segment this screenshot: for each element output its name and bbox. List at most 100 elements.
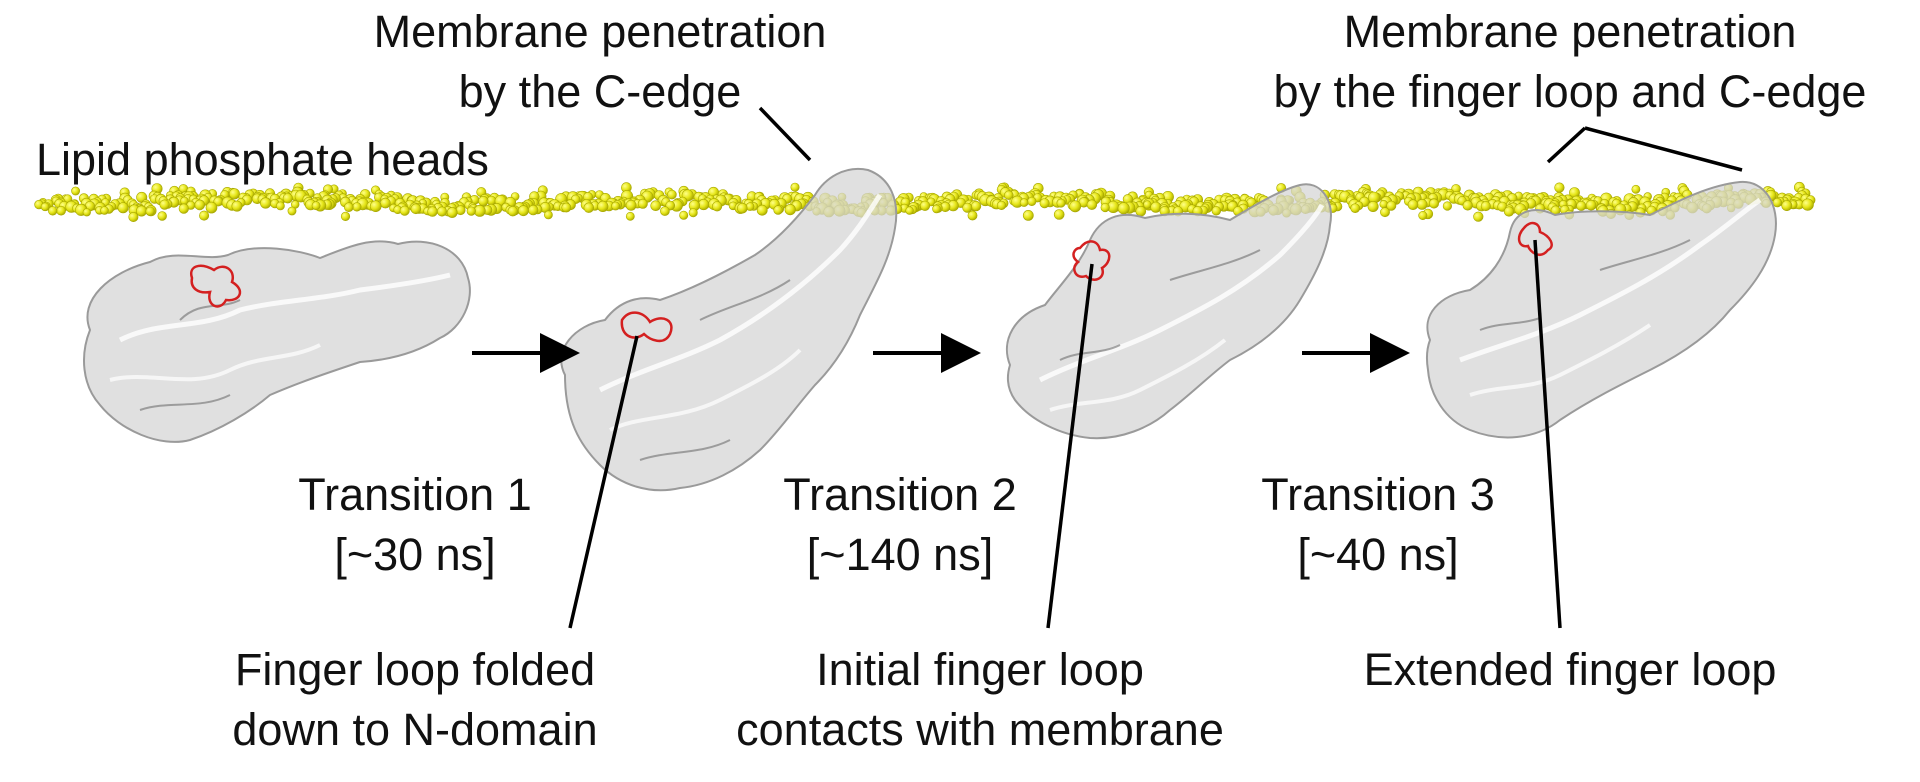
lipid-bead — [436, 206, 447, 217]
lipid-bead — [1135, 205, 1147, 217]
lipid-bead — [1386, 200, 1397, 211]
lipid-bead — [260, 197, 272, 209]
lipid-bead — [970, 201, 982, 212]
lipid-bead — [340, 211, 351, 221]
lipid-bead — [352, 202, 362, 212]
leader-extended-loop — [1533, 239, 1562, 629]
lipid-bead — [1379, 200, 1388, 209]
lipid-bead — [1407, 199, 1419, 210]
lipid-bead — [1039, 198, 1050, 209]
initial-contact-label: Initial finger loop contacts with membra… — [736, 644, 1224, 755]
lipid-bead — [544, 210, 553, 220]
leader-c-edge-2 — [1584, 126, 1743, 172]
lipid-bead — [905, 206, 914, 215]
finger-loop-2 — [620, 311, 673, 343]
lipid-bead — [625, 199, 637, 211]
lipid-bead — [583, 202, 594, 213]
lipid-bead — [919, 200, 931, 211]
lipid-bead — [1462, 200, 1473, 211]
lipid-bead — [711, 201, 723, 212]
lipid-bead — [1143, 200, 1152, 209]
lipid-bead — [784, 204, 796, 216]
lipid-bead — [611, 201, 620, 211]
lipid-bead — [1004, 190, 1014, 200]
lipid-bead — [773, 205, 783, 215]
lipid-bead — [1480, 201, 1491, 212]
lipid-bead — [40, 202, 50, 212]
lipid-bead — [756, 204, 768, 216]
lipid-bead — [967, 210, 978, 221]
extended-loop-label: Extended finger loop — [1363, 644, 1777, 695]
lipid-bead — [1473, 211, 1484, 222]
lipid-bead — [410, 203, 422, 215]
lipid-bead — [1416, 198, 1428, 210]
transition-2-label: Transition 2 [~140 ns] — [783, 469, 1017, 580]
leader-initial-contact — [1046, 263, 1094, 629]
transition-1-label: Transition 1 [~30 ns] — [298, 469, 532, 580]
lipid-bead — [427, 206, 438, 217]
lipid-bead — [650, 200, 662, 211]
lipid-bead — [1069, 200, 1082, 213]
lipid-bead — [100, 206, 109, 215]
lipid-bead — [1380, 207, 1390, 218]
lipid-bead — [962, 202, 973, 213]
lipid-bead — [205, 201, 218, 214]
lipid-bead — [287, 206, 297, 216]
lipid-bead — [369, 200, 382, 212]
lipid-bead — [1367, 201, 1379, 213]
lipid-bead — [1027, 196, 1037, 206]
lipid-bead — [597, 200, 609, 212]
lipid-bead — [1053, 209, 1065, 220]
penetration-c-edge-label: Membrane penetration by the C-edge — [373, 6, 827, 117]
lipid-bead — [736, 202, 748, 214]
leader-c-edge — [758, 106, 812, 162]
lipid-bead — [478, 195, 489, 207]
transition-3-label: Transition 3 [~40 ns] — [1261, 469, 1495, 580]
lipid-bead — [625, 211, 635, 221]
penetration-finger-c-edge-label: Membrane penetration by the finger loop … — [1273, 6, 1867, 117]
lipid-bead — [679, 210, 689, 220]
lipid-bead — [1350, 203, 1360, 213]
lipid-bead — [1554, 182, 1565, 193]
lipid-bead — [1429, 198, 1440, 209]
lipid-bead — [1418, 211, 1428, 221]
lipid-bead — [1781, 200, 1793, 211]
lipid-bead — [932, 204, 941, 214]
lipid-bead — [1211, 206, 1222, 216]
lipid-bead — [343, 202, 354, 212]
lipid-bead — [1442, 201, 1452, 211]
finger-folded-label: Finger loop folded down to N-domain — [232, 644, 598, 755]
lipid-bead — [518, 205, 529, 217]
lipid-bead — [159, 199, 170, 210]
leader-folded-loop — [568, 335, 639, 629]
lipid-bead — [667, 189, 677, 200]
lipid-bead — [117, 202, 129, 214]
lipid-heads-label: Lipid phosphate heads — [36, 134, 489, 185]
lipid-bead — [637, 198, 648, 209]
lipid-bead — [688, 208, 698, 218]
lipid-bead — [507, 206, 518, 217]
lipid-bead — [47, 206, 58, 216]
protein-snapshot-2 — [560, 167, 898, 492]
lipid-bead — [1801, 198, 1814, 211]
lipid-bead — [157, 211, 167, 221]
finger-loop-4 — [1517, 221, 1553, 256]
lipid-bead — [71, 186, 80, 196]
lipid-bead — [145, 206, 155, 216]
protein-snapshot-1 — [83, 240, 471, 443]
lipid-bead — [1019, 198, 1029, 207]
lipid-bead — [1576, 200, 1587, 211]
lipid-bead — [1631, 184, 1641, 194]
finger-loop-1 — [189, 264, 242, 308]
lipid-bead — [136, 205, 148, 217]
lipid-bead — [282, 193, 293, 204]
lipid-bead — [1100, 202, 1110, 213]
lipid-bead — [561, 202, 572, 213]
lipid-bead — [311, 201, 321, 211]
lipid-bead — [231, 200, 243, 212]
lipid-bead — [199, 210, 210, 221]
lipid-bead — [1086, 199, 1098, 210]
lipid-bead — [275, 201, 285, 211]
lipid-bead — [380, 197, 391, 209]
